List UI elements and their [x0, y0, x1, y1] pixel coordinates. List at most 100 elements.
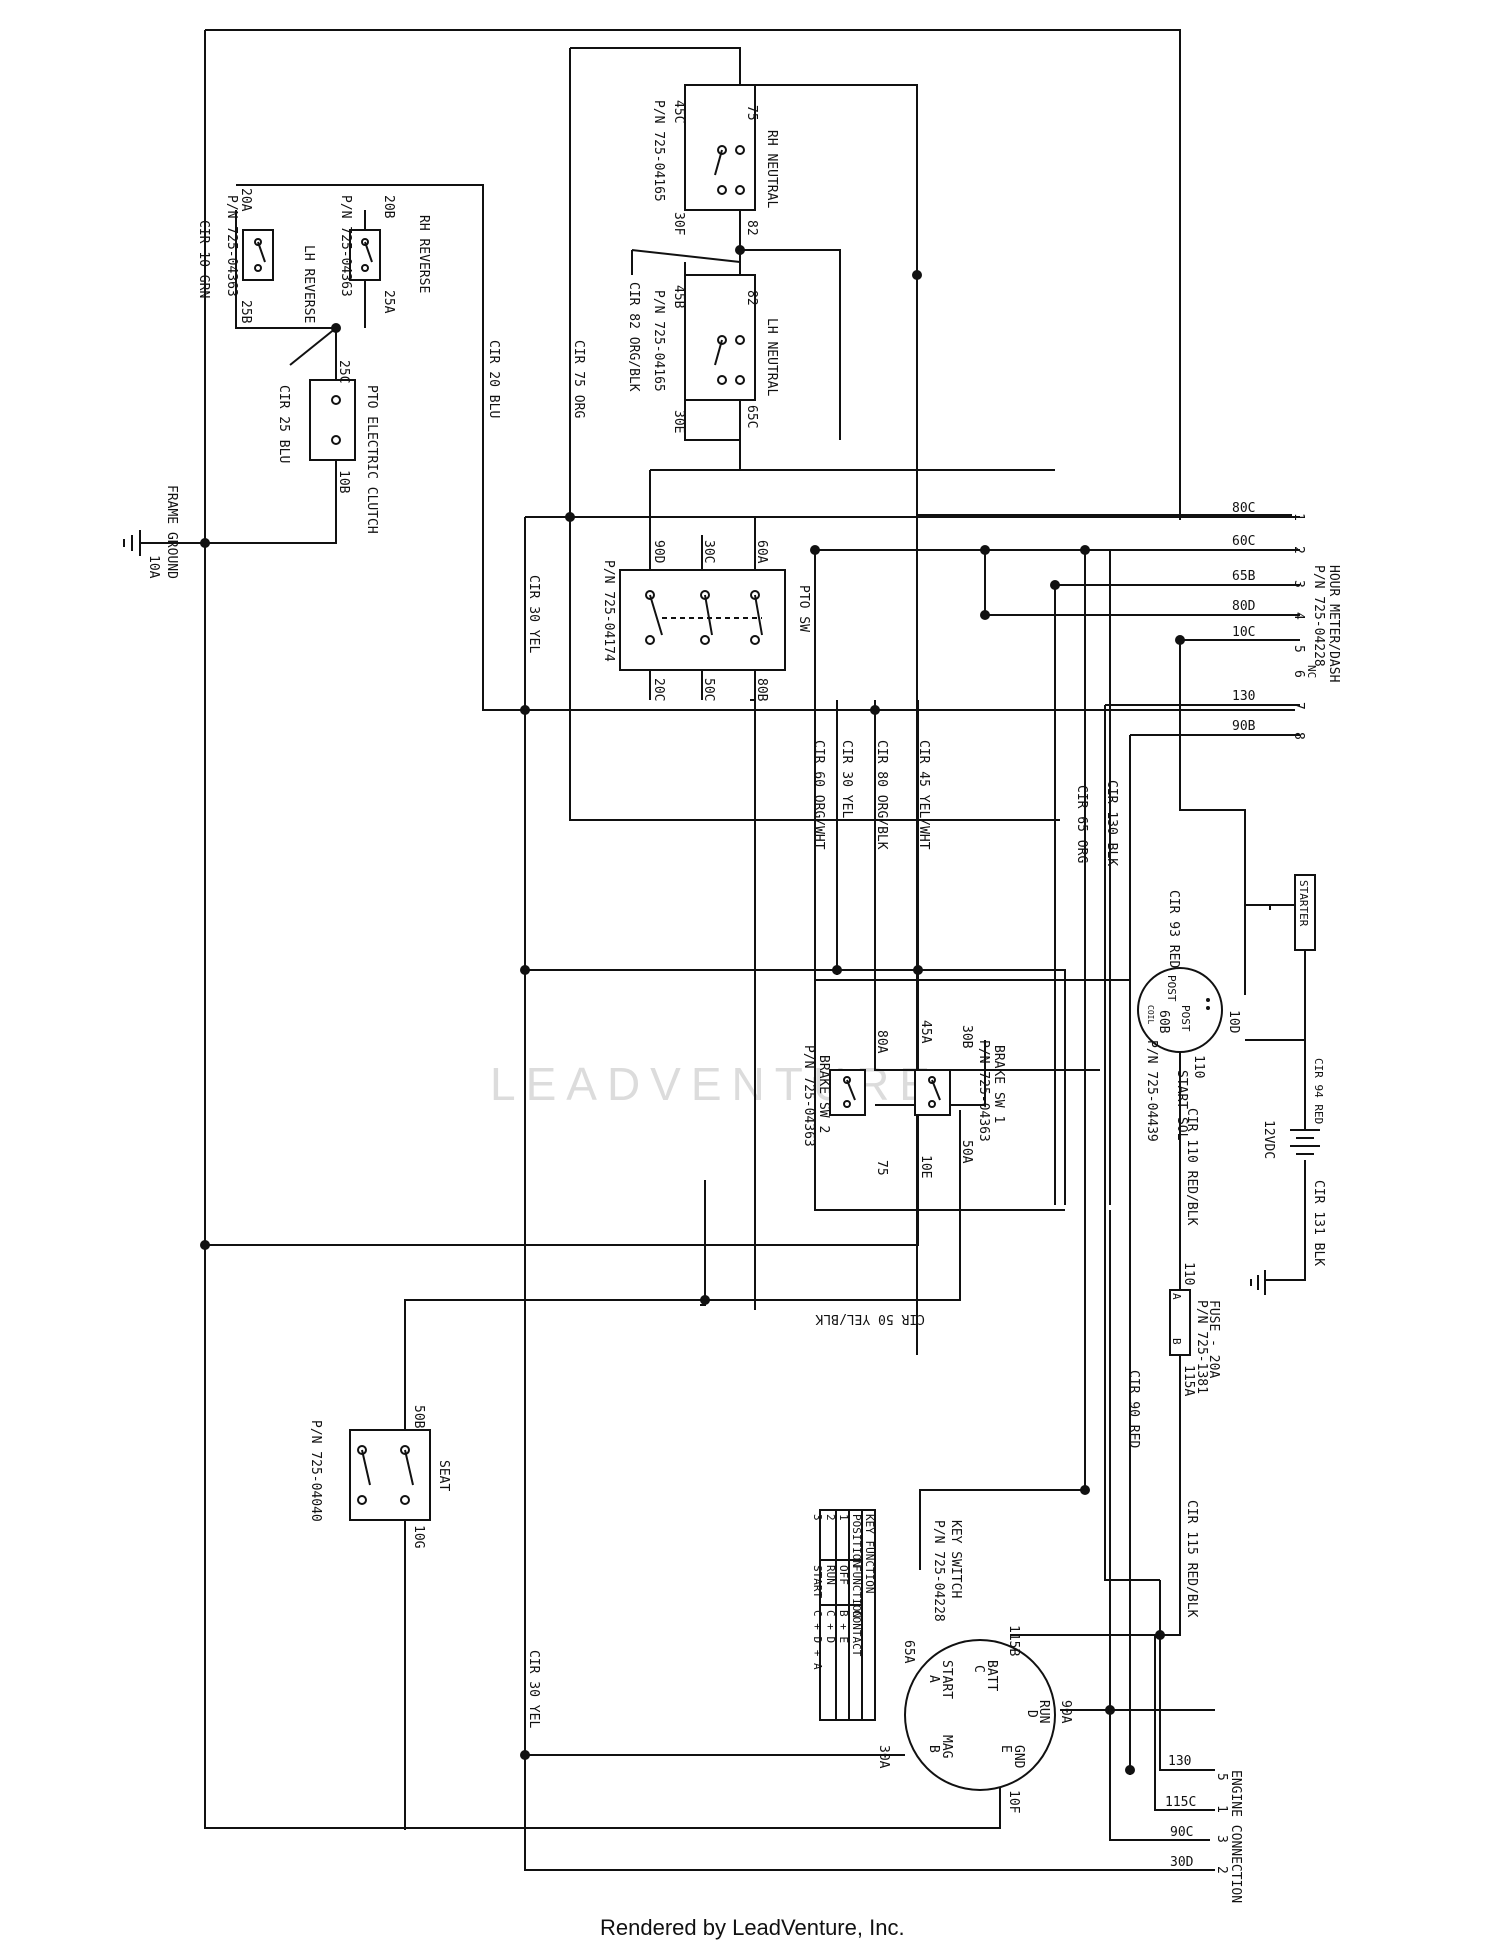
key-table-r2-pos: 2: [824, 1514, 837, 1521]
lh-neutral-term-45b: 45B: [671, 285, 686, 309]
key-table-h-function: FUNCTION: [850, 1565, 863, 1618]
rh-neutral-term-82: 82: [744, 220, 759, 236]
key-letter-d: D: [1024, 1710, 1039, 1718]
start-sol-coil: COIL: [1146, 1005, 1155, 1024]
key-letter-e: E: [998, 1745, 1013, 1753]
seat-title: SEAT: [436, 1460, 451, 1491]
seat-switch: SEAT P/N 725-04040 50B 10G: [308, 1405, 451, 1549]
cir-94-label: CIR 94 RED: [1312, 1058, 1325, 1124]
hm-wire-60c: 60C: [1232, 534, 1255, 549]
cir-75-label: CIR 75 ORG: [571, 340, 586, 418]
key-letter-a: A: [926, 1675, 941, 1683]
cir-80-label: CIR 80 ORG/BLK: [874, 740, 889, 850]
hm-pin-8: 8: [1291, 732, 1306, 740]
hm-wire-10c: 10C: [1232, 625, 1255, 640]
cir-82-label: CIR 82 ORG/BLK: [626, 282, 641, 392]
seat-term-10g: 10G: [411, 1525, 426, 1549]
fuse-term-115a: 115A: [1181, 1365, 1196, 1396]
pto-term-30c: 30C: [701, 540, 716, 563]
cir-110-label: CIR 110 RED/BLK: [1184, 1108, 1199, 1226]
cir-20-label: CIR 20 BLU: [486, 340, 501, 418]
key-switch-title: KEY SWITCH: [948, 1520, 963, 1598]
start-sol-term-10d: 10D: [1226, 1010, 1241, 1034]
key-table-r2-fn: RUN: [824, 1565, 837, 1585]
fuse-title: FUSE - 20A: [1206, 1300, 1221, 1378]
key-term-10f: 10F: [1006, 1790, 1021, 1814]
brake-sw1-term-30b: 30B: [959, 1025, 974, 1049]
hour-meter-title: HOUR METER/DASH: [1326, 565, 1341, 682]
key-pos-batt: BATT: [984, 1660, 999, 1691]
fuse-pn: P/N 725-1381: [1194, 1300, 1209, 1394]
key-pos-run: RUN: [1036, 1700, 1051, 1723]
lh-neutral-title: LH NEUTRAL: [764, 318, 779, 396]
rh-reverse-term-25a: 25A: [381, 290, 396, 314]
fuse-pin-b: B: [1170, 1338, 1183, 1345]
key-pos-start: START: [939, 1660, 954, 1699]
pto-term-60a: 60A: [754, 540, 769, 564]
cir-30-label-a: CIR 30 YEL: [526, 575, 541, 653]
brake-switch-2: BRAKE SW 2 P/N 725-04363 80A 75: [801, 1030, 889, 1176]
battery: 12VDC CIR 94 RED CIR 131 BLK: [1250, 1058, 1326, 1295]
hm-pin-1: 1: [1291, 513, 1306, 521]
cir-30-label-c: CIR 30 YEL: [526, 1650, 541, 1728]
rh-neutral-term-30f: 30F: [671, 212, 686, 236]
rh-reverse-title: RH REVERSE: [416, 215, 431, 293]
pto-term-80b: 80B: [754, 678, 769, 702]
rh-neutral-pn: P/N 725-04165: [651, 100, 666, 202]
cir-50-label: CIR 50 YEL/BLK: [815, 1311, 925, 1326]
watermark-text: LEADVENTURE: [490, 1058, 940, 1110]
brake-switch-1: BRAKE SW 1 P/N 725-04363 30B 45A 50A 10E: [914, 1020, 1006, 1178]
lh-reverse-pn: P/N 725-04363: [224, 195, 239, 297]
lh-reverse-term-20a: 20A: [238, 188, 253, 212]
battery-voltage: 12VDC: [1261, 1120, 1276, 1159]
cir-130-label: CIR 130 BLK: [1104, 780, 1119, 866]
hm-wire-80d: 80D: [1232, 599, 1256, 614]
hour-meter-connector: HOUR METER/DASH P/N 725-04228 1 2 3 4 5 …: [1232, 501, 1341, 740]
rh-reverse-pn: P/N 725-04363: [338, 195, 353, 297]
hm-wire-80c: 80C: [1232, 501, 1255, 516]
brake-sw2-pn: P/N 725-04363: [801, 1045, 816, 1147]
key-table-r1-pos: 1: [837, 1514, 850, 1521]
pto-term-20c: 20C: [651, 678, 666, 701]
key-table-h-position: POSITION: [850, 1514, 863, 1567]
hour-meter-pn: P/N 725-04228: [1311, 565, 1326, 667]
engine-title: ENGINE CONNECTION: [1228, 1770, 1243, 1903]
cir-131-label: CIR 131 BLK: [1311, 1180, 1326, 1266]
hm-pin-5: 5: [1291, 645, 1306, 653]
brake-sw1-term-10e: 10E: [918, 1155, 933, 1178]
key-letter-c: C: [971, 1665, 986, 1673]
cir-10-label: CIR 10 GRN: [196, 220, 211, 298]
key-pos-gnd: GND: [1011, 1745, 1026, 1769]
engine-wire-115c: 115C: [1165, 1795, 1196, 1810]
lh-neutral-pn: P/N 725-04165: [651, 290, 666, 392]
frame-ground-label: FRAME GROUND: [164, 485, 179, 579]
seat-pn: P/N 725-04040: [308, 1420, 323, 1522]
pto-switch-title: PTO SW: [796, 585, 811, 632]
engine-wire-90c: 90C: [1170, 1825, 1193, 1840]
key-table-r3-pos: 3: [811, 1514, 824, 1521]
lh-neutral-switch: LH NEUTRAL P/N 725-04165 82 45B 65C 30E …: [626, 274, 779, 433]
pto-clutch-term-10b: 10B: [336, 470, 351, 494]
hm-pin-4: 4: [1291, 612, 1306, 620]
key-table-r2-ct: C + D: [824, 1610, 837, 1643]
start-sol-post-1: POST: [1165, 975, 1178, 1002]
cir-115-label: CIR 115 RED/BLK: [1184, 1500, 1199, 1618]
key-pos-mag: MAG: [939, 1735, 954, 1759]
fuse: A B FUSE - 20A P/N 725-1381 110 115A: [1169, 1262, 1221, 1396]
engine-pin-3: 3: [1214, 1835, 1229, 1843]
frame-ground-term: 10A: [146, 555, 161, 579]
key-term-115b: 115B: [1006, 1625, 1021, 1656]
cir-45-label: CIR 45 YEL/WHT: [916, 740, 931, 850]
hm-wire-90b: 90B: [1232, 719, 1256, 734]
key-table-r3-ct: C + D + A: [811, 1610, 824, 1670]
start-sol-title: START SOL: [1174, 1070, 1189, 1141]
frame-ground: FRAME GROUND 10A: [123, 485, 179, 579]
key-switch-pn: P/N 725-04228: [931, 1520, 946, 1622]
hm-wire-nc: NC: [1305, 665, 1318, 678]
engine-wire-30d: 30D: [1170, 1855, 1194, 1870]
hm-wire-130: 130: [1232, 689, 1255, 704]
cir-65-label: CIR 65 ORG: [1074, 785, 1089, 863]
starter: STARTER: [1294, 874, 1316, 951]
